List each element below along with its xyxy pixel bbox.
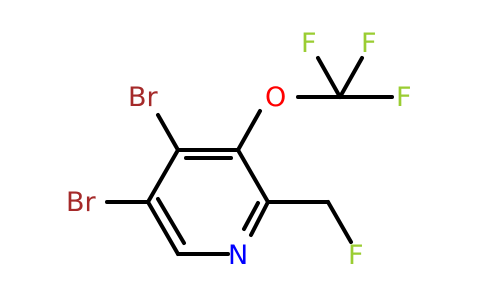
bond-c6-c5-double <box>156 197 186 245</box>
bond-c5-c4 <box>146 148 180 204</box>
atom-oxygen: O <box>265 82 287 113</box>
bond-c2-n-double <box>242 201 260 231</box>
bond-cf3-f2 <box>338 56 364 99</box>
atom-fluorine-cf3-top: F <box>361 28 377 59</box>
bond-c6-c5 <box>146 200 180 256</box>
bond-c2-n <box>249 200 270 237</box>
atom-bromine-lower: Br <box>66 187 96 218</box>
bond-c3-o <box>236 109 262 152</box>
atom-fluorine-ch2f: F <box>348 240 364 271</box>
atom-fluorine-cf3-right: F <box>396 82 412 113</box>
bond-c4-br <box>156 113 180 152</box>
atom-nitrogen: N <box>228 240 249 271</box>
bond-ch2-f <box>326 200 353 244</box>
atom-fluorine-cf3-left: F <box>301 28 317 59</box>
bond-c3-c2 <box>236 148 270 204</box>
bond-cf3-f1 <box>316 56 342 99</box>
atom-bromine-upper: Br <box>128 82 158 113</box>
